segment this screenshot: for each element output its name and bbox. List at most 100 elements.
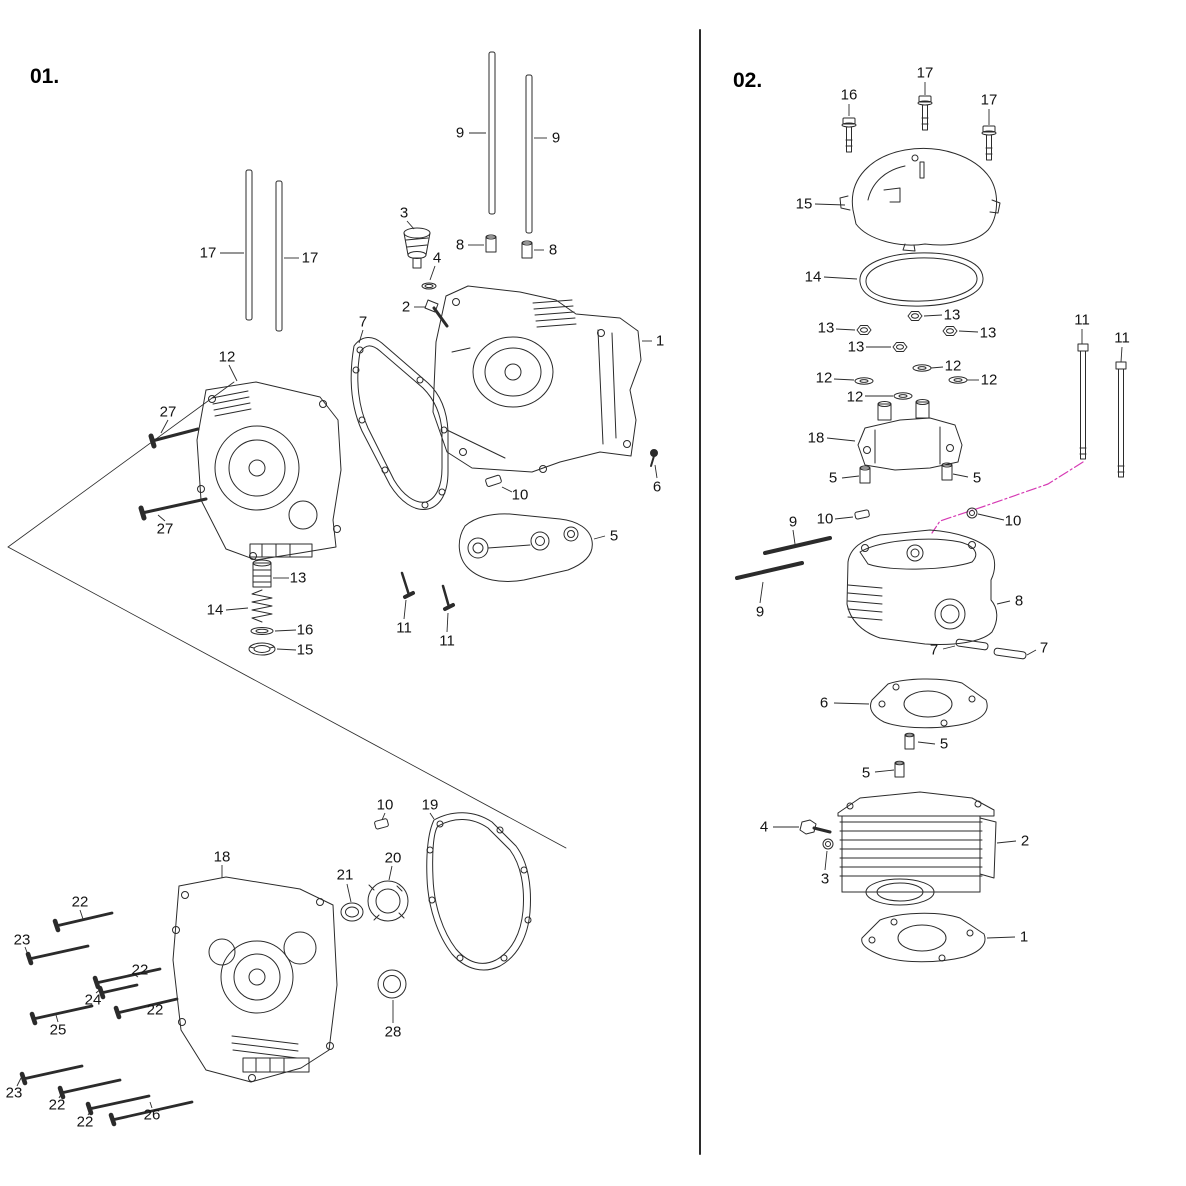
part-number-callout: 16 <box>840 86 858 104</box>
part-number-callout: 9 <box>788 513 798 531</box>
part-number-callout: 2 <box>401 298 411 316</box>
section-02-label: 02. <box>733 69 763 92</box>
part-number-callout: 3 <box>399 204 409 222</box>
part-number-callout: 10 <box>376 796 394 814</box>
part-number-callout: 21 <box>336 866 354 884</box>
part-number-callout: 27 <box>156 520 174 538</box>
part-number-callout: 8 <box>548 241 558 259</box>
washers-12-drawing <box>854 364 968 400</box>
part-number-callout: 17 <box>980 91 998 109</box>
part-number-callout: 12 <box>815 369 833 387</box>
part-number-callout: 8 <box>455 236 465 254</box>
part-number-callout: 15 <box>296 641 314 659</box>
washer-16-drawing <box>250 627 274 635</box>
part-number-callout: 5 <box>609 527 619 545</box>
part-number-callout: 7 <box>1039 639 1049 657</box>
part-number-callout: 22 <box>131 961 149 979</box>
plane-boundary-lines <box>7 381 567 849</box>
nuts-13-drawing <box>856 311 958 352</box>
oil-strainer-13-drawing <box>252 559 272 588</box>
stud-bolts-11-drawing <box>1077 343 1127 478</box>
part-number-callout: 20 <box>384 849 402 867</box>
bolts-27-drawing <box>138 427 208 521</box>
part-number-callout: 9 <box>755 603 765 621</box>
part-number-callout: 6 <box>652 478 662 496</box>
part-number-callout: 9 <box>455 124 465 142</box>
part-number-callout: 24 <box>84 991 102 1009</box>
crankcase-1-drawing <box>432 285 642 473</box>
dowel-10-upper-drawing <box>485 474 502 487</box>
oil-filler-cap-3-drawing <box>403 227 431 269</box>
o-ring-4-drawing <box>421 282 437 290</box>
part-number-callout: 10 <box>511 486 529 504</box>
dowel-pins-7-drawing <box>955 638 1027 660</box>
bearing-20-drawing <box>367 880 409 922</box>
cover-bolts-16-17-drawing <box>841 95 997 161</box>
gasket-7-drawing <box>350 337 449 510</box>
oil-seal-28-drawing <box>377 969 407 999</box>
section-01-label: 01. <box>30 65 60 88</box>
part-number-callout: 8 <box>1014 592 1024 610</box>
drain-bolt-4-drawing <box>799 819 832 835</box>
part-number-callout: 17 <box>916 64 934 82</box>
part-number-callout: 22 <box>76 1113 94 1131</box>
part-number-callout: 18 <box>807 429 825 447</box>
part-number-callout: 12 <box>218 348 236 366</box>
part-number-callout: 14 <box>206 601 224 619</box>
part-number-callout: 23 <box>13 931 31 949</box>
part-number-callout: 28 <box>384 1023 402 1041</box>
part-number-callout: 1 <box>1019 928 1029 946</box>
part-number-callout: 11 <box>1114 329 1130 347</box>
part-number-callout: 1 <box>655 332 665 350</box>
part-number-callout: 13 <box>979 324 997 342</box>
part-number-callout: 7 <box>358 313 368 331</box>
base-gasket-1-drawing <box>861 912 986 963</box>
screw-6-drawing <box>650 449 658 467</box>
washer-3-drawing <box>822 838 834 850</box>
part-number-callout: 11 <box>1074 311 1090 329</box>
part-number-callout: 5 <box>939 735 949 753</box>
cover-gasket-14-drawing <box>859 252 984 307</box>
part-number-callout: 7 <box>929 641 939 659</box>
part-number-callout: 22 <box>48 1096 66 1114</box>
cylinder-head-8-drawing <box>846 529 998 645</box>
part-number-callout: 9 <box>551 129 561 147</box>
bolt-2-drawing <box>424 299 449 328</box>
part-number-callout: 12 <box>944 357 962 375</box>
part-number-callout: 13 <box>817 319 835 337</box>
part-number-callout: 15 <box>795 195 813 213</box>
part-number-callout: 13 <box>943 306 961 324</box>
part-number-callout: 22 <box>146 1001 164 1019</box>
part-number-callout: 19 <box>421 796 439 814</box>
assembly-reference-line <box>931 461 1084 534</box>
part-number-callout: 3 <box>820 870 830 888</box>
head-gasket-6-drawing <box>870 678 988 729</box>
part-number-callout: 23 <box>5 1084 23 1102</box>
part-number-callout: 4 <box>432 249 442 267</box>
bushings-8-drawing <box>485 234 533 259</box>
dowel-10-lower-drawing <box>374 818 389 830</box>
part-number-callout: 22 <box>71 893 89 911</box>
part-number-callout: 11 <box>396 619 412 637</box>
oil-seal-21-drawing <box>340 902 364 922</box>
rocker-holder-18-drawing <box>857 399 963 471</box>
part-number-callout: 12 <box>980 371 998 389</box>
part-number-callout: 16 <box>296 621 314 639</box>
dowels-5-upper-drawing <box>859 462 953 484</box>
spring-14-drawing <box>251 589 273 623</box>
studs-17-drawing <box>245 169 283 332</box>
timing-cover-18-drawing <box>172 876 338 1083</box>
studs-9-drawing <box>488 51 533 234</box>
breather-pipe-5-drawing <box>458 513 593 582</box>
part-number-callout: 10 <box>816 510 834 528</box>
cylinder-2-drawing <box>837 791 997 906</box>
part-number-callout: 14 <box>804 268 822 286</box>
part-number-callout: 4 <box>759 818 769 836</box>
part-number-callout: 5 <box>972 469 982 487</box>
valve-cover-15-drawing <box>839 147 1001 252</box>
dowels-5-lower-drawing <box>894 732 915 778</box>
gasket-19-drawing <box>426 812 532 971</box>
part-number-callout: 13 <box>289 569 307 587</box>
